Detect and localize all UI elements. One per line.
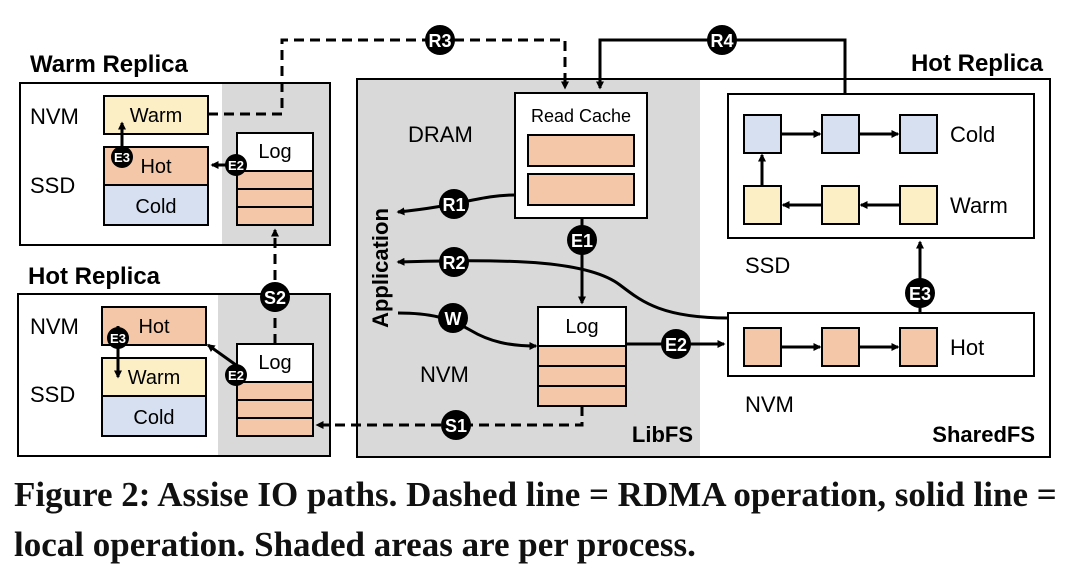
- s2-label: S2: [264, 288, 286, 308]
- hot-replica-left-hot-label: Hot: [138, 316, 170, 338]
- r4-label: R4: [710, 31, 733, 51]
- warm-replica-e2-badge: E2: [225, 154, 247, 176]
- r3-badge: R3: [425, 25, 455, 55]
- path-badges: R3 R4 R1 R2 W E1 E2 E3: [107, 25, 935, 440]
- warm-replica-cold-label: Cold: [135, 196, 176, 218]
- warm-replica-cold-block: [103, 184, 209, 226]
- hot-replica-left-cold-block: [101, 395, 207, 437]
- hot-replica-left-log-header: [236, 343, 314, 383]
- e2-label: E2: [665, 335, 687, 355]
- r2-badge: R2: [439, 247, 469, 277]
- hot-replica-left-e2-badge: E2: [225, 364, 247, 386]
- sharedfs-warm-block: [899, 185, 938, 225]
- warm-replica-warm-label: Warm: [130, 105, 183, 127]
- sharedfs-ssd-label: SSD: [745, 253, 790, 278]
- libfs-log-entry: [537, 345, 627, 367]
- sharedfs-nvm-label: NVM: [745, 392, 794, 417]
- assise-io-diagram: Warm Replica NVM SSD Warm Hot Cold Log H…: [17, 25, 1051, 458]
- read-cache-entry: [527, 134, 635, 167]
- hot-replica-left-warm-label: Warm: [128, 367, 181, 389]
- r2-label: R2: [442, 253, 465, 273]
- w-badge: W: [438, 303, 468, 333]
- warm-replica-log-entry: [236, 170, 314, 190]
- read-cache-entry: [527, 173, 635, 206]
- s1-rdma-path: [315, 406, 584, 429]
- w-local-path: [397, 311, 538, 350]
- sharedfs-hot-block: [821, 327, 860, 367]
- w-label: W: [445, 309, 462, 329]
- read-cache-label: Read Cache: [531, 106, 631, 126]
- e3-label: E3: [909, 284, 931, 304]
- sharedfs-warm-block: [821, 185, 860, 225]
- hot-replica-left-e2-label: E2: [228, 368, 244, 383]
- warm-replica-log-entry: [236, 206, 314, 226]
- r4-badge: R4: [707, 25, 737, 55]
- sharedfs-hot-replica-title: Hot Replica: [911, 50, 1044, 77]
- libfs-nvm-label: NVM: [420, 362, 469, 387]
- warm-replica-nvm-label: NVM: [30, 104, 79, 129]
- sharedfs-hot-block: [899, 327, 938, 367]
- hot-replica-left-log-label: Log: [258, 352, 291, 374]
- sharedfs-warm-block: [743, 185, 782, 225]
- e1-badge: E1: [567, 225, 597, 255]
- e1-label: E1: [571, 231, 593, 251]
- warm-replica-e3-label: E3: [114, 150, 130, 165]
- warm-replica-log-header: [236, 132, 314, 172]
- sharedfs-cold-label: Cold: [950, 122, 995, 147]
- libfs-dram-label: DRAM: [408, 122, 473, 147]
- main-node-panel: Hot Replica DRAM NVM LibFS Application R…: [356, 50, 1051, 458]
- warm-replica-log-entry: [236, 188, 314, 208]
- libfs-log-entry: [537, 365, 627, 387]
- hot-replica-left-log-entry: [236, 417, 314, 437]
- r1-label: R1: [442, 195, 465, 215]
- warm-replica-title: Warm Replica: [30, 51, 188, 78]
- hot-replica-left-cold-label: Cold: [133, 407, 174, 429]
- application-label: Application: [368, 208, 393, 328]
- r3-rdma-path: [208, 38, 569, 116]
- sharedfs-label: SharedFS: [932, 422, 1035, 447]
- sharedfs-hot-block: [743, 327, 782, 367]
- e3-badge: E3: [905, 278, 935, 308]
- hot-replica-left-e2-arrow: [206, 343, 237, 367]
- r1-badge: R1: [439, 189, 469, 219]
- e2-badge: E2: [661, 329, 691, 359]
- hot-replica-left-title: Hot Replica: [28, 263, 161, 290]
- warm-replica-log-label: Log: [258, 141, 291, 163]
- warm-replica-hot-label: Hot: [140, 156, 172, 178]
- libfs-log-label: Log: [565, 316, 598, 338]
- warm-replica-ssd-label: SSD: [30, 173, 75, 198]
- hot-replica-left-nvm-label: NVM: [30, 314, 79, 339]
- s2-badge: S2: [260, 282, 290, 312]
- hot-replica-left-ssd-label: SSD: [30, 382, 75, 407]
- hot-replica-left-e3-badge: E3: [107, 327, 129, 349]
- hot-replica-left-e3-label: E3: [110, 331, 126, 346]
- sharedfs-hot-label: Hot: [950, 335, 984, 360]
- hot-replica-left-log-entry: [236, 381, 314, 401]
- warm-replica-panel: Warm Replica NVM SSD Warm Hot Cold Log: [19, 51, 331, 246]
- sharedfs-cold-block: [899, 114, 938, 154]
- libfs-label: LibFS: [632, 422, 693, 447]
- hot-replica-left-log-entry: [236, 399, 314, 419]
- sharedfs-cold-block: [821, 114, 860, 154]
- s1-badge: S1: [441, 410, 471, 440]
- r3-label: R3: [428, 31, 451, 51]
- sharedfs-warm-label: Warm: [950, 193, 1008, 218]
- libfs-log-entry: [537, 385, 627, 407]
- sharedfs-cold-block: [743, 114, 782, 154]
- figure-caption: Figure 2: Assise IO paths. Dashed line =…: [14, 475, 1057, 564]
- warm-replica-e3-badge: E3: [111, 146, 133, 168]
- warm-replica-e2-label: E2: [228, 158, 244, 173]
- r2-local-path: [396, 257, 729, 320]
- s1-label: S1: [445, 416, 467, 436]
